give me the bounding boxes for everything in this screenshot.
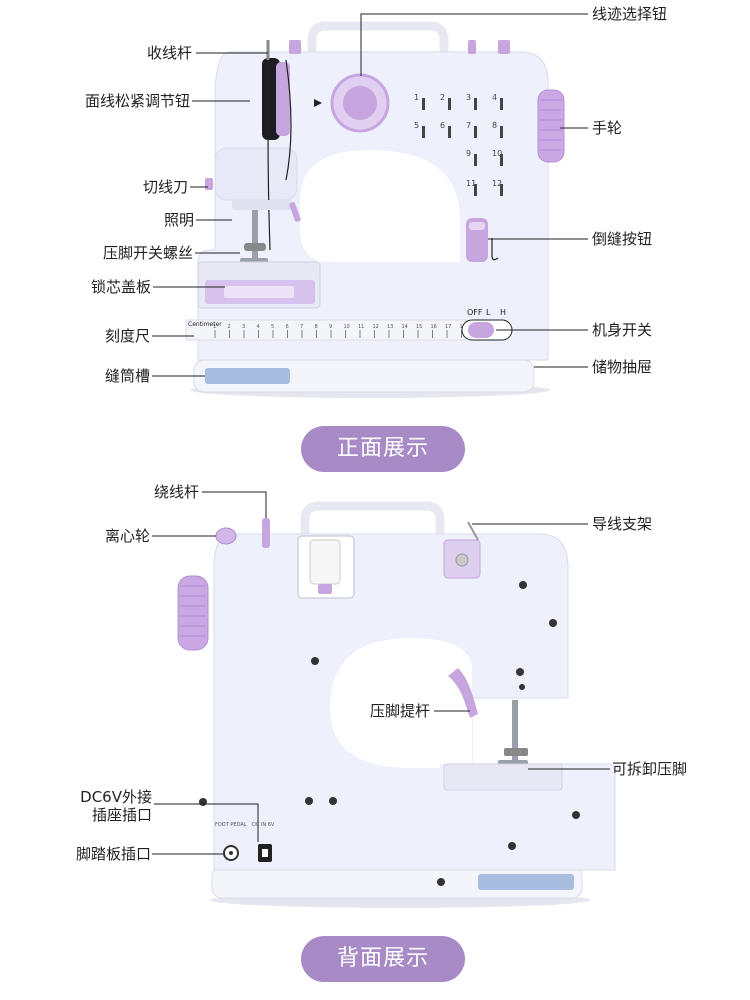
stitch-pattern-mark: [500, 184, 503, 196]
ruler-caption: Centimeter: [188, 321, 222, 328]
label-thread-take-up: 收线杆: [146, 44, 192, 62]
ruler-number: 13: [387, 324, 393, 330]
ruler-shape: [185, 319, 467, 341]
label-presser-lever: 压脚提杆: [369, 702, 430, 720]
stitch-pattern-mark: [474, 154, 477, 166]
switch-low-text: L: [486, 308, 491, 317]
label-bobbin-cover: 锁芯盖板: [90, 278, 151, 296]
ruler-number: 6: [286, 324, 289, 330]
stitch-number-12: 12: [492, 179, 502, 188]
label-thread-cutter: 切线刀: [142, 178, 188, 196]
ruler-number: 9: [329, 324, 332, 330]
label-handwheel: 手轮: [592, 119, 623, 137]
ruler-number: 14: [402, 324, 408, 330]
back-title-badge: 背面展示: [301, 936, 465, 982]
label-removable-foot: 可拆卸压脚: [612, 760, 688, 778]
stitch-pattern-mark: [474, 98, 477, 110]
ruler-number: 7: [300, 324, 303, 330]
label-dc-socket-line1: DC6V外接: [80, 788, 152, 806]
eccentric-wheel-shape: [215, 527, 237, 545]
label-bobbin-winder: 绕线杆: [153, 483, 199, 501]
ruler-number: 16: [431, 324, 437, 330]
label-tension-dial: 面线松紧调节钮: [84, 92, 190, 110]
stitch-number-2: 2: [440, 93, 445, 102]
stitch-number-4: 4: [492, 93, 497, 102]
label-dc-socket-line2: 插座插口: [91, 806, 152, 824]
label-power-switch: 机身开关: [592, 321, 653, 339]
label-ruler: 刻度尺: [104, 327, 150, 345]
ruler-number: 12: [373, 324, 379, 330]
stitch-number-6: 6: [440, 121, 445, 130]
back-leader-lines: [152, 491, 610, 855]
stitch-number-5: 5: [414, 121, 419, 130]
stitch-pattern-mark: [474, 126, 477, 138]
label-thread-guide: 导线支架: [592, 515, 653, 533]
bobbin-winder-shape: [262, 518, 270, 548]
stitch-number-1: 1: [414, 93, 419, 102]
port-text-foot-pedal: FOOT PEDAL: [215, 822, 247, 828]
ruler-number: 15: [416, 324, 422, 330]
stitch-number-11: 11: [466, 179, 476, 188]
stitch-number-8: 8: [492, 121, 497, 130]
tension-dial-shape: [262, 58, 280, 140]
stitch-pattern-mark: [500, 154, 503, 166]
stitch-number-10: 10: [492, 149, 502, 158]
label-storage-drawer: 储物抽屉: [592, 358, 653, 376]
stitch-pattern-mark: [448, 126, 451, 138]
stitch-pattern-mark: [422, 126, 425, 138]
handwheel-shape: [537, 89, 565, 163]
stitch-pattern-mark: [500, 98, 503, 110]
ruler-number: 8: [315, 324, 318, 330]
sleeve-slot-shape: [205, 368, 290, 384]
label-eccentric-wheel: 离心轮: [104, 527, 150, 545]
ruler-number: 11: [358, 324, 364, 330]
back-machine-illustration: [152, 491, 616, 908]
ruler-number: 17: [445, 324, 451, 330]
ruler-number: 10: [344, 324, 350, 330]
presser-lever-shape: [448, 668, 478, 718]
ruler-number: 1: [213, 324, 216, 330]
ruler-number: 3: [242, 324, 245, 330]
stitch-number-7: 7: [466, 121, 471, 130]
stitch-pattern-mark: [448, 98, 451, 110]
label-stitch-selector: 线迹选择钮: [592, 5, 668, 23]
stitch-number-9: 9: [466, 149, 471, 158]
switch-off-text: OFF: [467, 308, 483, 317]
switch-high-text: H: [500, 308, 507, 317]
label-sleeve-slot: 缝筒槽: [104, 367, 150, 385]
ruler-number: 2: [228, 324, 231, 330]
ruler-number: 5: [271, 324, 274, 330]
back-view: 绕线杆 离心轮 导线支架 压脚提杆 可拆卸压脚 DC6V外接 插座插口 脚踏板插…: [0, 478, 750, 982]
label-reverse-button: 倒缝按钮: [592, 230, 653, 248]
label-presser-screw: 压脚开关螺丝: [102, 244, 193, 262]
label-pedal-socket: 脚踏板插口: [75, 845, 151, 863]
stitch-pattern-mark: [422, 98, 425, 110]
front-title-badge: 正面展示: [301, 426, 465, 472]
front-leader-lines: [152, 13, 588, 377]
port-text-dc-in: DC IN 6V: [252, 822, 275, 828]
ruler-number: 4: [257, 324, 260, 330]
stitch-number-3: 3: [466, 93, 471, 102]
stitch-pattern-mark: [500, 126, 503, 138]
stitch-pattern-mark: [474, 184, 477, 196]
label-light: 照明: [163, 211, 194, 229]
